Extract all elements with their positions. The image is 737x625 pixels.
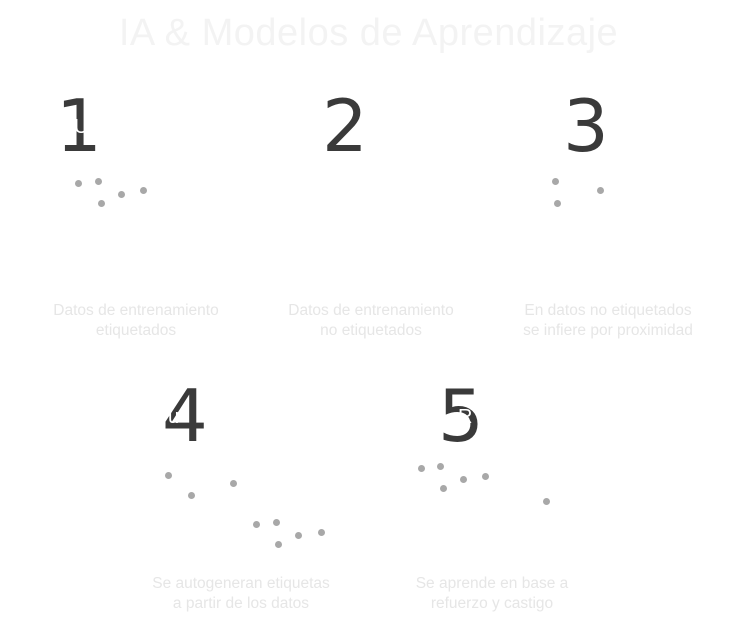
caption-line: no etiquetados <box>320 322 422 339</box>
panel-number: 3 <box>563 84 609 168</box>
data-point <box>98 200 105 207</box>
panel-caption: Datos de entrenamiento etiquetados <box>26 301 246 341</box>
data-point <box>460 476 467 483</box>
data-point <box>140 187 147 194</box>
panel-number: 2 <box>322 84 368 168</box>
data-point <box>554 200 561 207</box>
data-point <box>165 472 172 479</box>
page-title: IA & Modelos de Aprendizaje <box>118 12 619 54</box>
data-point <box>273 519 280 526</box>
data-point <box>295 532 302 539</box>
data-point <box>318 529 325 536</box>
panel-caption: Se aprende en base a refuerzo y castigo <box>382 574 602 614</box>
caption-line: etiquetados <box>95 322 177 339</box>
data-point <box>230 480 237 487</box>
data-point <box>597 187 604 194</box>
data-point <box>75 180 82 187</box>
data-point <box>437 463 444 470</box>
data-point <box>253 521 260 528</box>
panel-overlay-text: u <box>168 406 180 428</box>
data-point <box>552 178 559 185</box>
panel-overlay-text: R <box>458 406 473 428</box>
caption-line: En datos no etiquetados <box>524 302 692 319</box>
caption-line: Datos de entrenamiento <box>53 302 219 319</box>
caption-line: Datos de entrenamiento <box>288 302 454 319</box>
data-point <box>95 178 102 185</box>
data-point <box>440 485 447 492</box>
caption-line: Se aprende en base a <box>415 575 569 592</box>
data-point <box>482 473 489 480</box>
data-point <box>418 465 425 472</box>
panel-caption: Datos de entrenamiento no etiquetados <box>261 301 481 341</box>
panel-caption: Se autogeneran etiquetas a partir de los… <box>131 574 351 614</box>
data-point <box>275 541 282 548</box>
panel-number: 1 <box>56 84 102 168</box>
caption-line: Se autogeneran etiquetas <box>152 575 330 592</box>
panel-number: 5 <box>438 374 484 458</box>
panel-overlay-text: U <box>74 116 89 138</box>
data-point <box>118 191 125 198</box>
panel-number: 4 <box>162 374 208 458</box>
data-point <box>543 498 550 505</box>
caption-line: refuerzo y castigo <box>430 595 554 612</box>
panel-caption: En datos no etiquetados se infiere por p… <box>498 301 718 341</box>
caption-line: se infiere por proximidad <box>523 322 693 339</box>
caption-line: a partir de los datos <box>172 595 310 612</box>
data-point <box>188 492 195 499</box>
